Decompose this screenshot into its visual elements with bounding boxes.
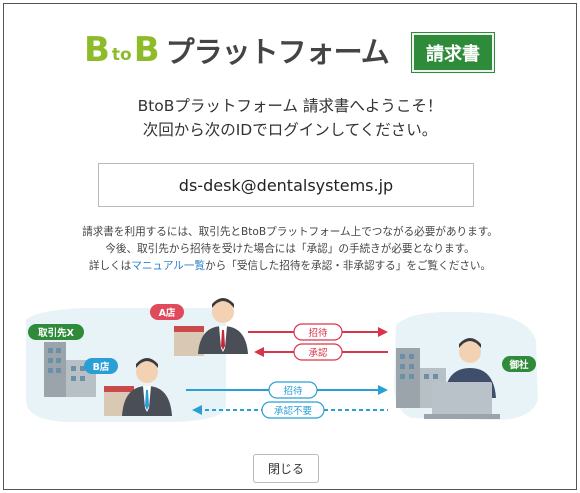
tag-client-x-label: 取引先X (38, 327, 75, 339)
logo-b2: B (133, 30, 160, 70)
person-b-icon (122, 358, 172, 416)
logo-to: to (111, 45, 132, 65)
tag-store-b-label: B店 (93, 361, 110, 373)
note-line-3-prefix: 詳しくは (88, 260, 132, 272)
logo-badge-invoice: 請求書 (412, 33, 494, 72)
btob-logo: B to B プラットフォーム 請求書 (84, 30, 494, 72)
person-a-icon (198, 298, 248, 354)
welcome-line-1: BtoBプラットフォーム 請求書へようこそ！ (137, 97, 443, 115)
tag-self: 御社 (502, 356, 536, 372)
logo-b1: B (84, 30, 110, 70)
arrow-invite-top-label: 招待 (308, 327, 328, 339)
tag-store-b: B店 (84, 358, 118, 374)
arrow-no-approval: 承認不要 (192, 401, 388, 419)
arrow-invite-bottom: 招待 (186, 381, 388, 399)
tag-store-a: A店 (150, 304, 184, 320)
connection-illustration: 取引先X A店 B店 御社 招待 (26, 298, 538, 422)
welcome-line-2: 次回から次のIDでログインしてください。 (142, 121, 438, 139)
tag-self-label: 御社 (508, 359, 529, 371)
note-line-3: 詳しくはマニュアル一覧から「受信した招待を承認・非承認する」をご覧ください。 (0, 258, 580, 273)
note-line-3-suffix: から「受信した招待を承認・非承認する」をご覧ください。 (205, 260, 492, 272)
arrow-invite-bottom-label: 招待 (283, 385, 303, 397)
laptop-icon (424, 382, 500, 419)
tag-store-a-label: A店 (159, 307, 176, 319)
arrow-approve-label: 承認 (308, 347, 328, 359)
tag-client-x: 取引先X (28, 324, 84, 340)
building-client-x-icon (44, 342, 96, 397)
login-id-display: ds-desk@dentalsystems.jp (98, 163, 474, 207)
note-line-2: 今後、取引先から招待を受けた場合には「承認」の手続きが必要となります。 (105, 243, 475, 255)
note-line-1: 請求書を利用するには、取引先とBtoBプラットフォーム上でつながる必要があります… (82, 226, 498, 238)
arrow-approve: 承認 (254, 343, 388, 361)
manual-list-link[interactable]: マニュアル一覧 (131, 260, 206, 272)
close-button[interactable]: 閉じる (253, 454, 319, 483)
logo-text: プラットフォーム (165, 35, 390, 69)
arrow-no-approval-label: 承認不要 (274, 405, 312, 417)
arrow-invite-top: 招待 (248, 323, 388, 341)
